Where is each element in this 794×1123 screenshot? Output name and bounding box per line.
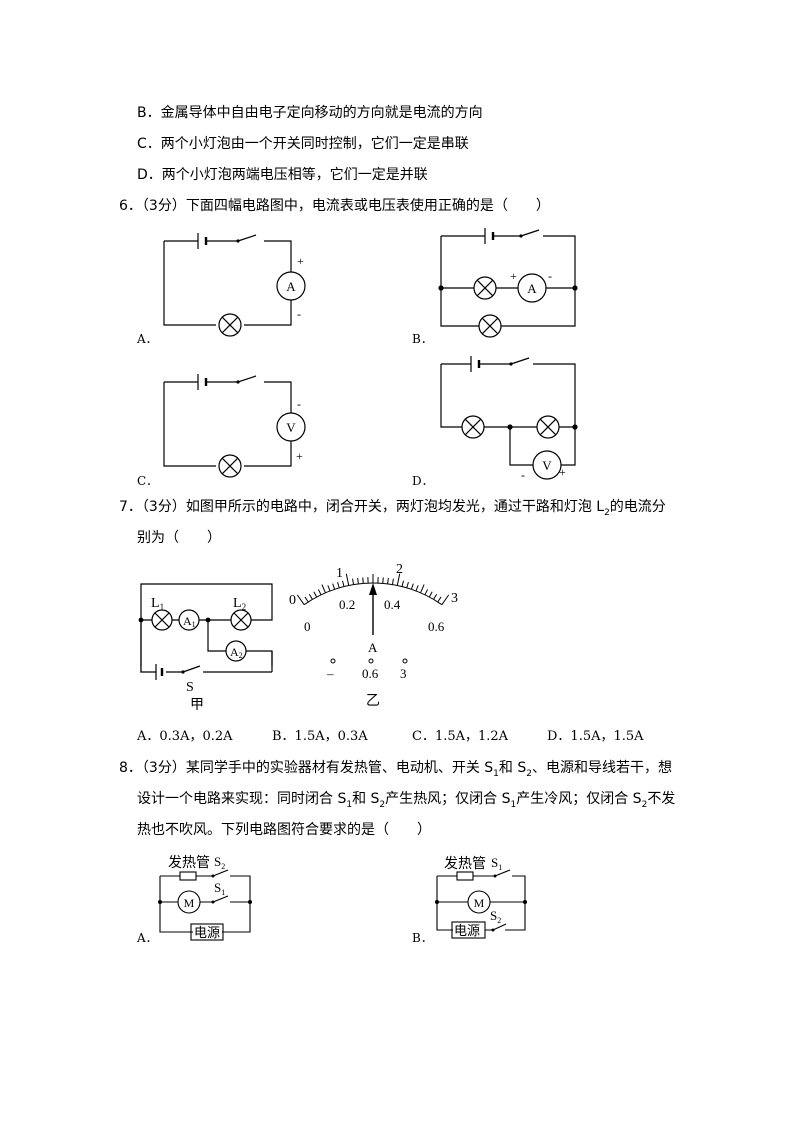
q7-stem-line2: 别为（ ） [137,530,221,546]
dial-top-3: 3 [451,591,458,606]
plus-sign: + [559,465,566,479]
q6-label-a: A． [137,332,158,346]
dial-top-0: 0 [289,593,296,608]
dial-tick [313,591,318,598]
motor-label: M [184,896,195,910]
dial-bottom-06: 0.6 [428,619,445,634]
dial-bottom-04: 0.4 [384,597,401,612]
dial-tick [441,594,450,605]
q7-ammeter-dial: 0 1 2 3 0 0.2 0.4 0.6 A – 0.6 3 [289,562,458,681]
q7-stem-line1: 7．（3分）如图甲所示的电路中，闭合开关，两灯泡均发光，通过干路和灯泡 L2的电… [119,499,666,518]
dial-tick [352,578,355,585]
dial-tick [420,584,425,594]
dial-tick [332,583,336,590]
ammeter-label: A [286,279,296,294]
dial-top-1: 1 [336,566,343,581]
ammeter-a1-label: A1 [183,614,196,629]
dial-tick [327,585,331,592]
dial-tick [437,596,442,603]
q6-stem: 6．（3分）下面四幅电路图中，电流表或电压表使用正确的是（ ） [119,198,550,214]
switch-label: S1 [491,855,502,872]
dial-tick [296,594,305,605]
ammeter-label: A [527,281,537,296]
switch-label: S1 [214,880,225,897]
q8-stem-line1: 8．（3分）某同学手中的实验器材有发热管、电动机、开关 S1和 S2、电源和导线… [119,760,672,779]
dial-tick [387,577,389,584]
dial-tick [424,589,429,596]
q8-stem-line3: 热也不吹风。下列电路图符合要求的是（ ） [137,822,431,838]
motor-label: M [474,896,485,910]
heater-label: 发热管 [168,855,210,871]
q8-stem-line2: 设计一个电路来实现：同时闭合 S1和 S2产生热风；仅闭合 S1产生冷风；仅闭合… [137,791,676,810]
dial-tick [357,577,359,584]
q6-circuit-a: A + - [163,233,306,337]
lamp-l2-label: L2 [233,596,246,612]
q6-circuit-b: A + - [438,228,578,338]
plus-sign: + [296,449,303,463]
heater-label: 发热管 [444,856,486,872]
figure-jia-caption: 甲 [190,697,204,713]
q6-label-c: C． [137,474,159,488]
lamp-l1-label: L1 [151,596,164,612]
q5-option-d: D．两个小灯泡两端电压相等，它们一定是并联 [137,167,428,183]
q8-label-b: B． [412,931,433,945]
figure-yi-caption: 乙 [366,693,380,709]
minus-sign: - [297,307,301,321]
q8-circuit-a: 发热管 S2 S1 M 电源 [158,854,252,941]
dial-unit-a: A [368,640,378,655]
minus-sign: - [521,468,525,482]
dial-tick [342,580,345,587]
dial-tick [391,578,394,585]
q5-option-c: C．两个小灯泡由一个开关同时控制，它们一定是串联 [137,136,469,152]
plus-sign: + [297,254,304,268]
q7-option-a: A．0.3A，0.2A [137,729,233,744]
q7-option-c: C．1.5A，1.2A [412,729,509,744]
q6-circuit-d: V - + [440,356,578,482]
dial-tick [308,593,313,600]
dial-tick [317,589,322,596]
ammeter-a2-label: A2 [230,645,243,660]
dial-tick [428,591,433,598]
dial-tick [345,573,350,586]
power-source-label: 电源 [454,924,480,939]
dial-tick [337,581,340,588]
q7-circuit-jia: L1 L2 A1 A2 S 甲 [138,583,273,713]
dial-bottom-02: 0.2 [339,597,355,612]
switch-label: S2 [214,854,225,871]
terminal-3: 3 [400,666,407,681]
dial-tick [304,596,309,603]
plus-sign: + [510,269,517,283]
dial-tick [410,583,414,590]
q7-option-d: D．1.5A，1.5A [547,729,644,744]
dial-tick [433,593,438,600]
dial-tick [396,573,401,586]
q7-option-b: B．1.5A，0.3A [272,729,368,744]
minus-sign: - [297,397,301,411]
q6-label-d: D． [412,474,434,488]
power-source-label: 电源 [194,926,220,941]
voltmeter-label: V [542,458,552,473]
dial-tick [406,581,409,588]
switch-label: S2 [490,908,501,925]
switch-s-label: S [186,680,194,695]
q6-circuit-c: V - + [163,374,306,478]
minus-sign: - [548,269,552,283]
dial-top-2: 2 [396,562,403,577]
q8-circuit-b: 发热管 S1 M S2 电源 [435,855,527,939]
terminal-06: 0.6 [362,666,379,681]
q5-option-b: B．金属导体中自由电子定向移动的方向就是电流的方向 [137,105,483,121]
voltmeter-label: V [286,420,296,435]
dial-tick [415,585,419,592]
dial-tick [401,580,404,587]
terminal-minus: – [326,666,334,681]
q8-label-a: A． [137,931,158,945]
dial-tick [321,584,326,594]
dial-bottom-0: 0 [304,619,311,634]
q6-label-b: B． [412,332,433,346]
